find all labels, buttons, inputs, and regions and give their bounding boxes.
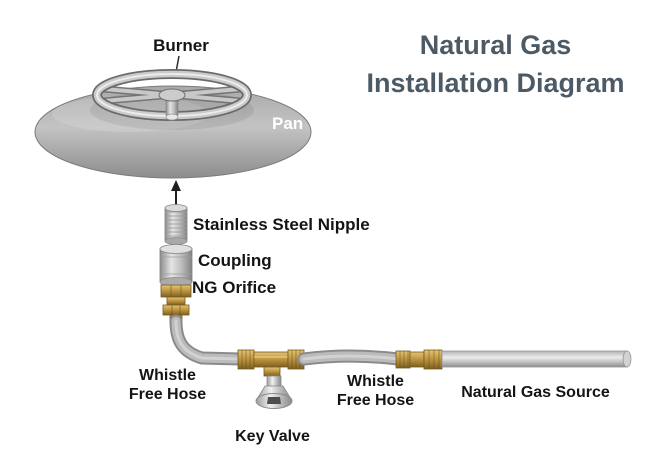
title-line-2: Installation Diagram: [366, 68, 625, 98]
label-natural-gas-source: Natural Gas Source: [461, 384, 610, 401]
burner-graphic: [92, 55, 252, 121]
label-whistle-free-hose-right-line1: Whistle: [347, 373, 404, 390]
label-whistle-free-hose-left: Whistle Free Hose: [105, 366, 230, 404]
label-ng-orifice: NG Orifice: [192, 278, 277, 297]
label-stainless-steel-nipple: Stainless Steel Nipple: [193, 215, 370, 234]
label-pan: Pan: [272, 114, 304, 133]
nipple-graphic: [164, 204, 188, 245]
gas-pipe-graphic: [441, 350, 632, 368]
hose-left-graphic: [169, 314, 247, 366]
label-whistle-free-hose-left-line1: Whistle: [139, 367, 196, 384]
label-burner: Burner: [153, 36, 209, 55]
label-whistle-free-hose-right: Whistle Free Hose: [313, 372, 438, 410]
up-arrow-icon: [171, 180, 181, 207]
label-whistle-free-hose-left-line2: Free Hose: [128, 386, 207, 403]
diagram-title: Natural Gas Installation Diagram: [330, 26, 661, 102]
label-coupling: Coupling: [198, 251, 272, 270]
title-line-1: Natural Gas: [419, 30, 572, 60]
label-whistle-free-hose-right-line2: Free Hose: [336, 392, 415, 409]
fitting-right-graphic: [395, 349, 443, 370]
hose-right-graphic: [297, 349, 405, 366]
coupling-graphic: [159, 244, 193, 287]
tee-valve-graphic: [237, 349, 305, 409]
label-key-valve: Key Valve: [235, 428, 310, 445]
